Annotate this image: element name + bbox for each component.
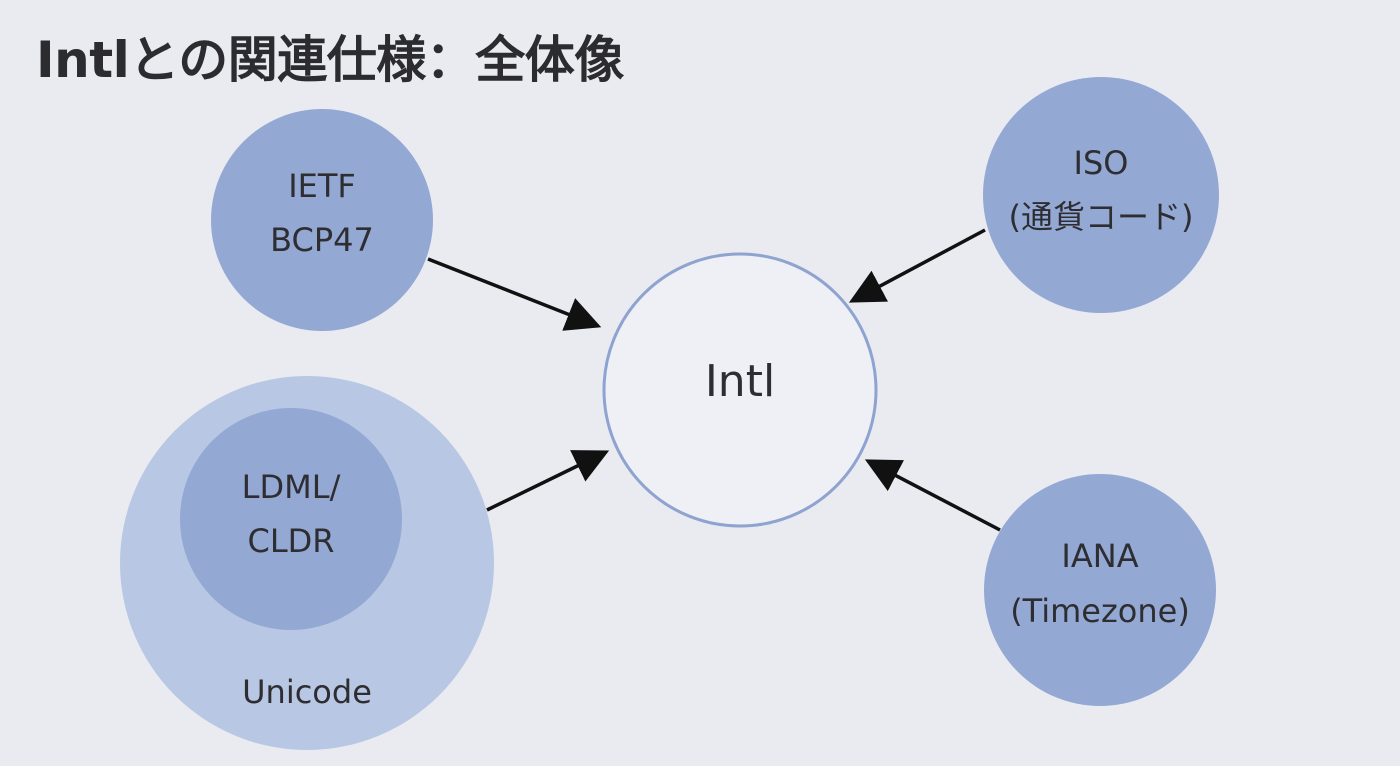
ietf-bcp47-node: IETF BCP47: [211, 109, 433, 331]
arrow-unicode-to-intl: [486, 450, 610, 512]
currency-code-label: (通貨コード): [1009, 198, 1194, 236]
arrow-ietf-to-intl: [427, 257, 602, 331]
ietf-label: IETF: [288, 167, 356, 205]
ietf-bcp47-circle: [211, 109, 433, 331]
intl-circle: [602, 252, 878, 528]
iana-circle: [984, 474, 1216, 706]
ldml-label: LDML/: [242, 468, 341, 506]
slide-title: Intlとの関連仕様：全体像: [36, 31, 624, 89]
iso-label: ISO: [1074, 144, 1129, 182]
iana-label: IANA: [1061, 537, 1138, 575]
arrow-iso-to-intl: [848, 228, 986, 303]
arrow-iana-to-intl: [864, 459, 1001, 532]
timezone-label: (Timezone): [1010, 592, 1190, 630]
unicode-node: LDML/ CLDR Unicode: [120, 376, 494, 750]
bcp47-label: BCP47: [270, 221, 374, 259]
iso-circle: [983, 77, 1219, 313]
cldr-label: CLDR: [247, 522, 334, 560]
intl-node: Intl: [602, 252, 878, 528]
iso-node: ISO (通貨コード): [983, 77, 1219, 313]
intl-label: Intl: [705, 356, 775, 407]
ldml-cldr-circle: [180, 408, 402, 630]
iana-node: IANA (Timezone): [984, 474, 1216, 706]
unicode-label: Unicode: [242, 673, 372, 711]
